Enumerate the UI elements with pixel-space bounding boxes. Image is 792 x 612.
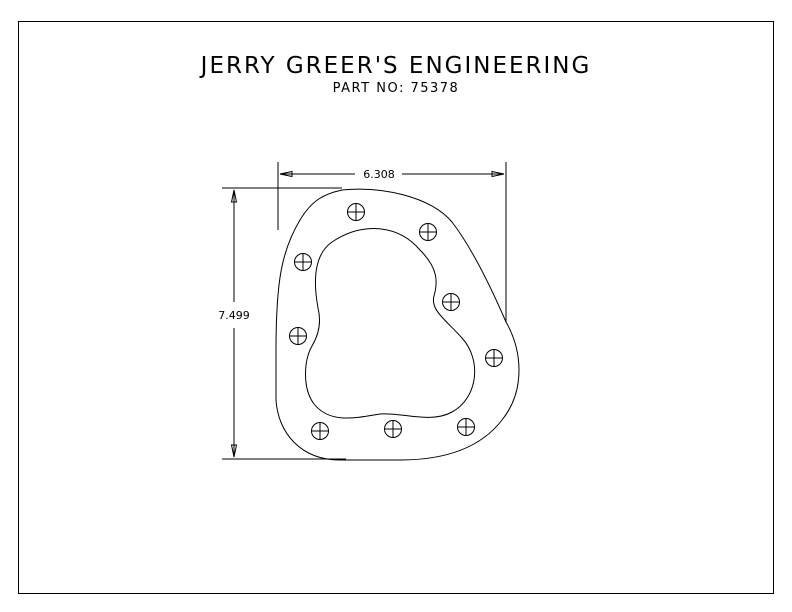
height-dimension — [222, 187, 346, 460]
part-number: PART NO: 75378 — [332, 81, 460, 96]
bolt-hole-6 — [485, 349, 503, 367]
width-arrow-left — [279, 170, 293, 178]
bolt-hole-9 — [457, 418, 475, 436]
height-arrow-bottom — [230, 444, 238, 458]
bolt-hole-4 — [442, 293, 460, 311]
gasket-outer-outline — [275, 188, 520, 461]
gasket-inner-opening — [305, 228, 476, 419]
width-dimension — [277, 162, 507, 322]
bolt-hole-2 — [419, 223, 437, 241]
company-title: JERRY GREER'S ENGINEERING — [200, 53, 592, 79]
width-dimension-label: 6.308 — [363, 168, 395, 181]
height-dimension-label: 7.499 — [218, 309, 250, 322]
height-arrow-top — [230, 189, 238, 203]
bolt-hole-3 — [294, 253, 312, 271]
width-arrow-right — [491, 170, 505, 178]
bolt-hole-5 — [289, 327, 307, 345]
drawing-border — [18, 21, 774, 594]
bolt-hole-8 — [384, 420, 402, 438]
bolt-hole-1 — [347, 203, 365, 221]
bolt-hole-7 — [311, 422, 329, 440]
